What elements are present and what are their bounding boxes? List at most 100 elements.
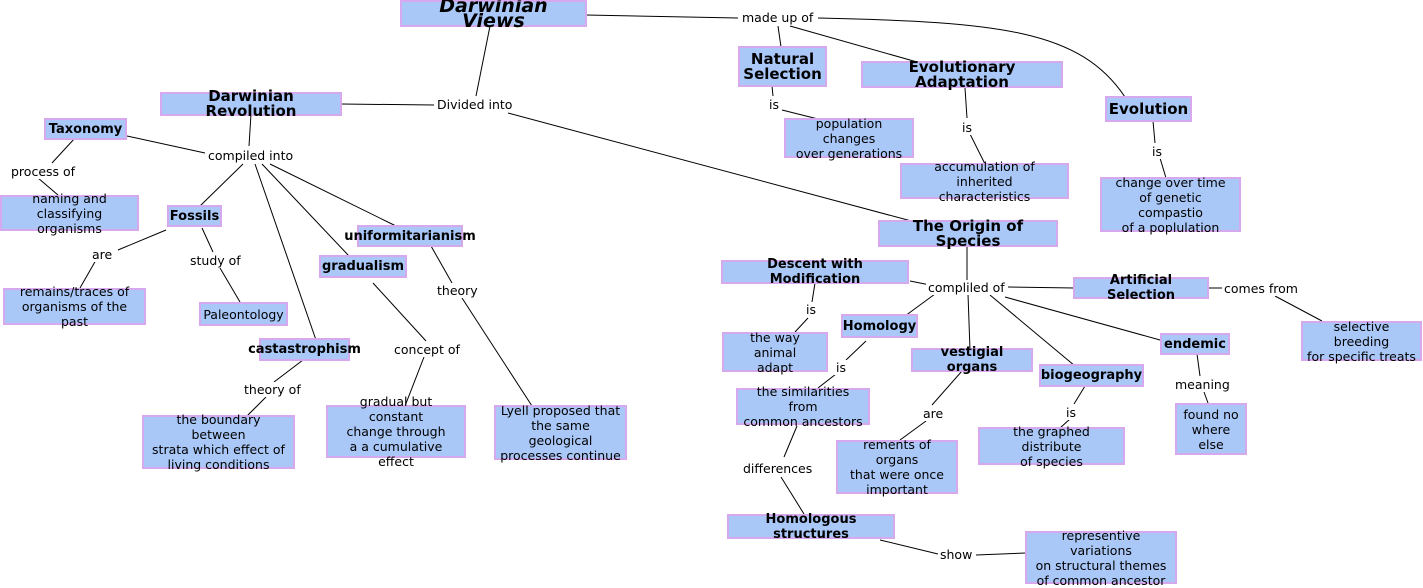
line-adaptation-is xyxy=(964,87,968,119)
line-similarities-diff xyxy=(783,425,798,458)
line-uniform-theory xyxy=(430,245,453,284)
link-divided-into: Divided into xyxy=(435,97,515,112)
line-concept-gradual xyxy=(404,356,425,407)
node-boundary[interactable]: the boundary between strata which effect… xyxy=(142,412,295,472)
node-graphed[interactable]: the graphed distribute of species xyxy=(978,424,1125,469)
line-homologous-show xyxy=(879,539,939,555)
node-gradual-change[interactable]: gradual but constant change through a a … xyxy=(326,394,466,469)
line-catas-theoryof xyxy=(273,359,304,383)
node-naming[interactable]: naming and classifying organisms xyxy=(0,191,139,236)
line-natural-is xyxy=(771,85,774,97)
link-are-vestigial: are xyxy=(921,406,946,421)
node-paleontology[interactable]: Paleontology xyxy=(199,302,288,326)
line-evolution-is xyxy=(1152,120,1156,144)
line-is-graphed xyxy=(1059,418,1071,429)
node-found-no[interactable]: found no where else xyxy=(1175,403,1247,455)
line-compiled-uniform xyxy=(269,163,399,228)
line-diff-homologous xyxy=(780,476,805,515)
line-homology-is xyxy=(845,340,867,361)
link-differences: differences xyxy=(741,461,815,476)
node-rements[interactable]: rements of organs that were once importa… xyxy=(836,437,958,497)
link-is-descent: is xyxy=(804,302,818,317)
line-revolution-compiled xyxy=(248,113,252,147)
link-theory: theory xyxy=(435,283,480,298)
link-comes-from: comes from xyxy=(1222,281,1300,296)
line-show-representive xyxy=(975,552,1027,556)
node-descent[interactable]: Descent with Modification xyxy=(721,257,909,287)
line-gradualism-concept xyxy=(372,282,427,342)
node-vestigial[interactable]: vestigial organs xyxy=(911,345,1033,375)
line-compliled-homology xyxy=(904,293,936,317)
link-is-evolution: is xyxy=(1150,144,1164,159)
line-compliled-artificial xyxy=(1007,286,1075,289)
node-evolutionary-adaptation[interactable]: Evolutionary Adaptation xyxy=(861,59,1063,89)
node-change-over-time[interactable]: change over time of genetic compastio of… xyxy=(1100,175,1241,235)
node-homology[interactable]: Homology xyxy=(841,314,918,338)
link-compiled-into: compiled into xyxy=(206,148,296,163)
node-catastrophism[interactable]: castastrophism xyxy=(248,338,361,361)
node-natural-selection[interactable]: Natural Selection xyxy=(738,46,827,87)
line-meaning-found xyxy=(1203,391,1209,404)
node-origin-of-species[interactable]: The Origin of Species xyxy=(878,218,1058,248)
link-made-up-of: made up of xyxy=(740,10,816,25)
node-population-changes[interactable]: population changes over generations xyxy=(784,116,914,161)
line-bio-is xyxy=(1073,385,1086,405)
link-compliled-of: compliled of xyxy=(926,280,1007,295)
line-vestigial-are xyxy=(931,370,963,406)
node-evolution[interactable]: Evolution xyxy=(1105,96,1192,122)
node-gradualism[interactable]: gradualism xyxy=(319,255,407,278)
node-darwinian-revolution[interactable]: Darwinian Revolution xyxy=(160,89,342,119)
link-is-homology: is xyxy=(834,360,848,375)
line-are-remains xyxy=(79,259,97,289)
line-is-way xyxy=(794,317,809,333)
line-study-paleo xyxy=(219,267,241,303)
line-is-accumulation xyxy=(969,133,986,165)
node-accumulation[interactable]: accumulation of inherited characteristic… xyxy=(900,159,1069,204)
line-theory-lyell xyxy=(461,297,533,407)
line-is-similarities xyxy=(817,373,837,389)
line-madeup-natural xyxy=(777,25,782,48)
node-selective-breeding[interactable]: selective breeding for specific treats xyxy=(1301,319,1422,364)
node-similarities[interactable]: the similarities from common ancestors xyxy=(736,384,870,429)
line-is-change xyxy=(1159,157,1167,179)
line-divided-revolution xyxy=(340,103,435,106)
line-madeup-evolution xyxy=(817,17,1126,98)
node-darwinian-views[interactable]: Darwinian Views xyxy=(400,0,587,30)
node-taxonomy[interactable]: Taxonomy xyxy=(44,118,127,140)
link-is-adaptation: is xyxy=(960,120,974,135)
line-compliled-bio xyxy=(989,294,1076,367)
link-is-bio: is xyxy=(1064,405,1078,420)
line-theoryof-boundary xyxy=(245,396,267,418)
node-homologous-structures[interactable]: Homologous structures xyxy=(727,512,895,542)
link-theory-of: theory of xyxy=(242,382,303,397)
line-compiled-fossils xyxy=(199,163,244,207)
line-comesfrom-selective xyxy=(1274,295,1323,322)
link-show: show xyxy=(938,547,975,562)
node-artificial-selection[interactable]: Artificial Selection xyxy=(1073,273,1209,303)
line-compiled-taxonomy xyxy=(126,135,206,154)
line-compliled-vestigial xyxy=(967,293,971,351)
link-process-of: process of xyxy=(9,164,78,179)
line-compiled-gradualism xyxy=(261,163,350,257)
line-taxonomy-process xyxy=(51,137,76,164)
line-divided-origin xyxy=(507,112,916,223)
link-meaning: meaning xyxy=(1173,377,1232,392)
line-madeup-adaptation xyxy=(789,25,918,63)
node-remains[interactable]: remains/traces of organisms of the past xyxy=(3,284,146,329)
link-study-of: study of xyxy=(188,253,243,268)
node-biogeography[interactable]: biogeography xyxy=(1039,364,1144,387)
line-process-naming xyxy=(37,177,59,196)
node-endemic[interactable]: endemic xyxy=(1160,333,1230,355)
node-representive[interactable]: representive variations on structural th… xyxy=(1025,528,1177,588)
node-uniformitarianism[interactable]: uniformitarianism xyxy=(344,225,476,247)
link-concept-of: concept of xyxy=(392,342,462,357)
line-is-population xyxy=(781,109,819,120)
node-fossils[interactable]: Fossils xyxy=(167,205,222,227)
line-fossils-study xyxy=(201,227,214,253)
node-way-animal[interactable]: the way animal adapt xyxy=(722,330,828,375)
line-are-rements xyxy=(899,420,927,441)
line-fossils-are xyxy=(117,229,167,251)
node-lyell[interactable]: Lyell proposed that the same geological … xyxy=(494,403,627,463)
line-compiled-catastrophism xyxy=(254,163,317,341)
